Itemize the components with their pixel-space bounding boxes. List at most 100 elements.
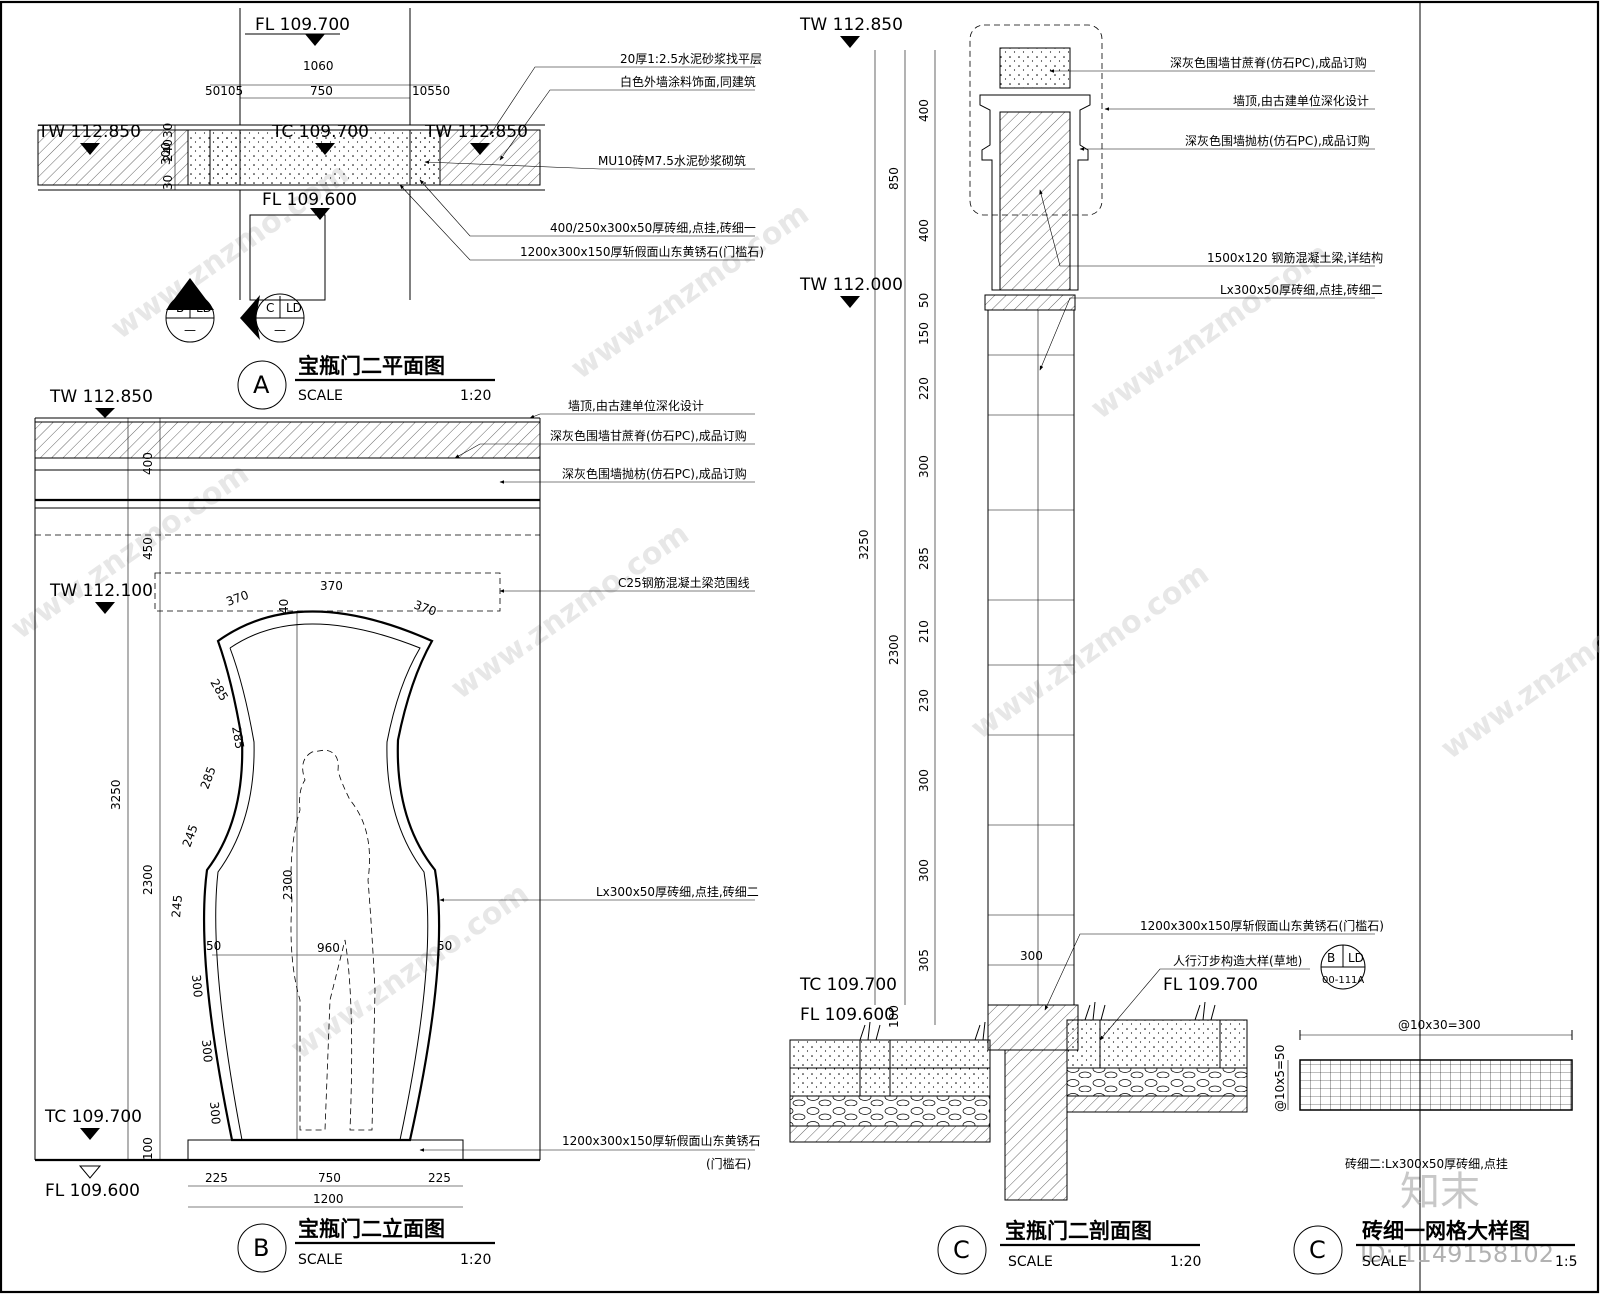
plan-view: 1060 750 50105 10550 300 30 240 30 FL 10… [37,8,764,410]
brick-grid [1299,1059,1573,1111]
dim-seg: 150 [917,322,931,345]
dim-30-bottom: 30 [161,175,175,190]
dim-2300-inner: 2300 [281,869,295,900]
elev-fl: FL 109.600 [45,1181,140,1201]
marker-c-sheet: — [274,323,286,337]
note: (门槛石) [706,1156,751,1171]
watermark-text: www.znzmo.com [285,876,536,1066]
note: C25钢筋混凝土梁范围线 [618,575,750,590]
section-tw-mid: TW 112.000 [799,275,903,295]
dim-grid-width: @10x30=300 [1398,1018,1481,1032]
dim-300: 300 [159,142,173,165]
section-marker-b: B LD — [165,278,215,343]
dim-seg: 220 [917,377,931,400]
title-scale-word: SCALE [298,388,343,404]
human-figure [290,749,376,1131]
dim-seg: 300 [917,455,931,478]
plan-tw-left: TW 112.850 [37,122,141,142]
note: 1200x300x150厚斩假面山东黄锈石(门槛石) [520,244,764,259]
title-letter: A [253,371,270,399]
dim-400-a: 400 [917,99,931,122]
dim-100: 100 [141,1137,155,1160]
plan-tw-right: TW 112.850 [424,122,528,142]
vase-door-opening [202,610,441,1142]
plan-fl-top: FL 109.700 [255,15,350,35]
marker-letter: B [1327,951,1335,965]
title-name: 砖细一网格大样图 [1362,1219,1530,1243]
dim-grid-height: @10x5=50 [1273,1045,1287,1112]
dim-400-b: 400 [917,219,931,242]
dim-2300: 2300 [141,864,155,895]
marker-c-ref: LD [286,301,302,315]
marker-b-letter: B [176,301,184,315]
dim-right: 10550 [412,84,450,98]
detail-title: C 砖细一网格大样图 SCALE 1:5 [1293,1219,1578,1275]
dim-seg: 300 [917,859,931,882]
watermark-text: www.znzmo.com [965,556,1216,746]
dim-seg: 285 [917,547,931,570]
dim-40: 40 [277,599,291,614]
dim-225-left: 225 [205,1171,228,1185]
note: 墙顶,由古建单位深化设计 [568,398,704,413]
note: 400/250x300x50厚砖细,点挂,砖细一 [550,220,756,235]
title-letter: C [1309,1236,1326,1264]
note: 1200x300x150厚斩假面山东黄锈石 [562,1134,761,1148]
section-fl-left: FL 109.600 [800,1005,895,1025]
note: 砖细二:Lx300x50厚砖细,点挂 [1345,1156,1508,1171]
dim-750: 750 [318,1171,341,1185]
note: MU10砖M7.5水泥砂浆砌筑 [598,153,746,168]
watermark-text: www.znzmo.com [1435,576,1600,766]
dim-3250: 3250 [857,529,871,560]
threshold-stone [987,1004,1079,1051]
section-tw-top: TW 112.850 [799,15,903,35]
title-letter: C [953,1236,970,1264]
title-scale: 1:20 [460,388,491,404]
dim-370-left: 370 [224,588,250,609]
dim-seg: 300 [917,769,931,792]
title-name: 宝瓶门二平面图 [298,354,445,378]
dim-seg: 210 [917,620,931,643]
note: 白色外墙涂料饰面,同建筑 [620,74,756,89]
elevation-notes: 墙顶,由古建单位深化设计 深灰色围墙甘蔗脊(仿石PC),成品订购 深灰色围墙抛枋… [419,398,761,1171]
title-scale: 1:20 [460,1252,491,1268]
dim-side: 245 [180,823,201,849]
title-scale: 1:5 [1555,1254,1578,1270]
plan-notes: 20厚1:2.5水泥砂浆找平层 白色外墙涂料饰面,同建筑 MU10砖M7.5水泥… [399,51,764,261]
dim-370-right: 370 [412,598,438,619]
dim-300: 300 [1020,949,1043,963]
dim-seg: 305 [917,949,931,972]
title-name: 宝瓶门二剖面图 [1005,1219,1152,1243]
dim-370-top: 370 [320,579,343,593]
note: 深灰色围墙抛枋(仿石PC),成品订购 [1185,133,1370,148]
dim-side: 285 [198,765,219,791]
dim-left: 50105 [205,84,243,98]
marker-b-ref: LD [196,301,212,315]
elevation-view: 400 450 3250 2300 100 2300 370 370 370 4… [34,387,761,1273]
note: 人行汀步构造大样(草地) [1173,953,1302,968]
dim-side: 245 [169,894,185,918]
dim-450: 450 [141,537,155,560]
foundation [1004,1049,1068,1201]
plan-fl-bottom: FL 109.600 [262,190,357,210]
dim-960: 960 [317,941,340,955]
marker-b-sheet: — [184,323,196,337]
note: 20厚1:2.5水泥砂浆找平层 [620,51,762,66]
dim-3250: 3250 [109,779,123,810]
elev-tc: TC 109.700 [44,1107,142,1127]
dim-side: 300 [199,1039,215,1063]
dim-100: 100 [887,1005,901,1028]
note: 深灰色围墙甘蔗脊(仿石PC),成品订购 [1170,55,1367,70]
note: 深灰色围墙甘蔗脊(仿石PC),成品订购 [550,428,747,443]
dim-2300: 2300 [887,634,901,665]
grass-tufts [859,1001,1216,1041]
dim-side: 300 [207,1101,223,1125]
section-notes: 深灰色围墙甘蔗脊(仿石PC),成品订购 墙顶,由古建单位深化设计 深灰色围墙抛枋… [1039,55,1384,1041]
dim-50-left: 50 [206,939,221,953]
dim-30-top: 30 [161,123,175,138]
dim-side: 300 [189,974,205,998]
marker-c-letter: C [266,301,274,315]
dim-seg: 230 [917,689,931,712]
plan-tc: TC 109.700 [271,122,369,142]
